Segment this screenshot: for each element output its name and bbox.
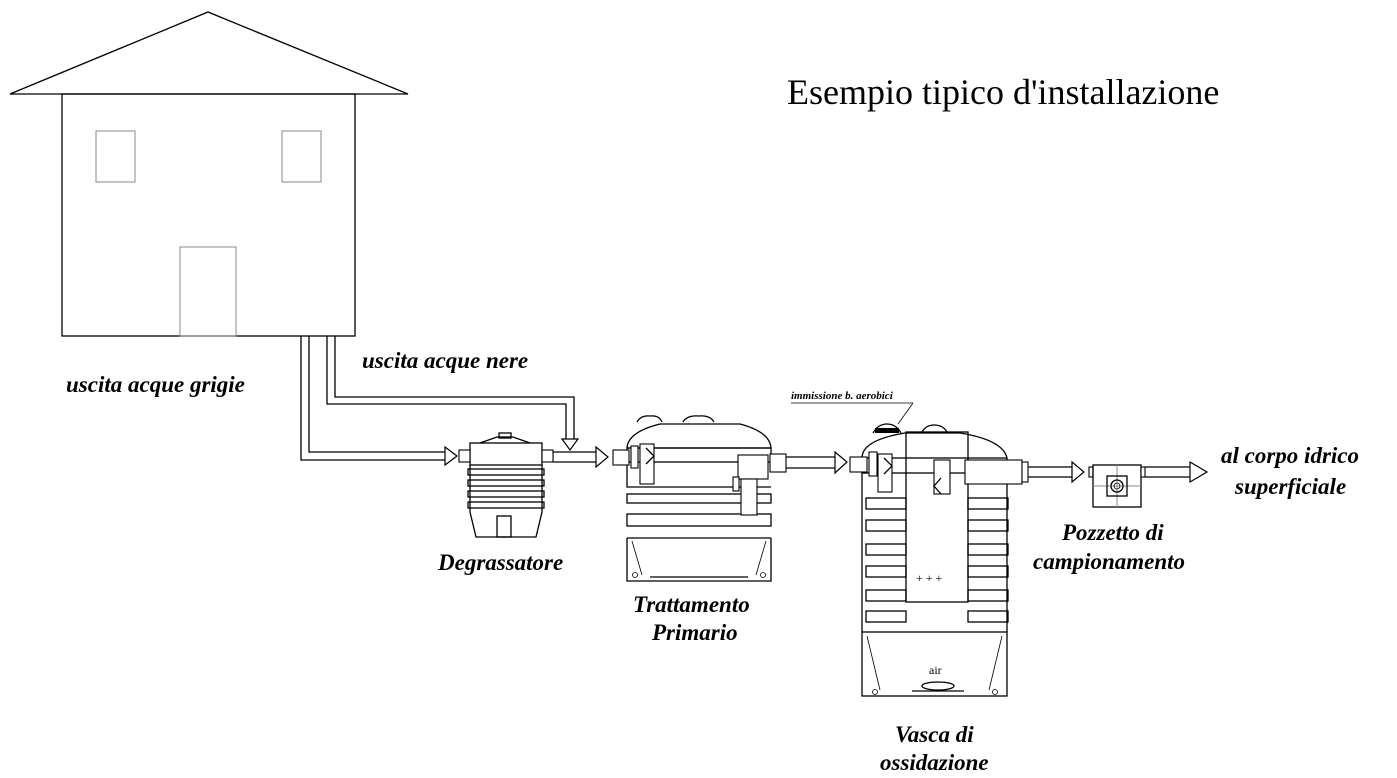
sampling-well <box>1088 464 1146 508</box>
house-door <box>179 246 237 337</box>
primary-label-line1: Trattamento <box>633 592 750 617</box>
pipe-grease-to-primary <box>553 445 609 469</box>
aerobic-inlet-label: immissione b. aerobici <box>791 390 894 402</box>
house-window-left <box>95 130 136 183</box>
black-water-pipe <box>326 336 580 452</box>
outlet-label-line2: superficiale <box>1234 474 1346 499</box>
outlet-label-line1: al corpo idrico <box>1221 443 1359 468</box>
diffuser-marks: + + + <box>916 571 943 585</box>
sampling-label-line1: Pozzetto di <box>1061 520 1164 545</box>
aerobic-inlet-cap <box>875 428 899 433</box>
black-water-label: uscita acque nere <box>362 348 528 373</box>
sampling-label-line2: campionamento <box>1033 549 1185 574</box>
oxidation-tank: + + + air <box>849 423 1029 697</box>
grey-water-label: uscita acque grigie <box>66 372 245 397</box>
oxidation-label-line1: Vasca di <box>895 722 974 747</box>
pipe-sampling-to-outlet <box>1145 460 1209 484</box>
grease-trap-tank <box>458 432 554 538</box>
air-label: air <box>929 663 942 677</box>
house-window-right <box>281 130 322 183</box>
pipe-primary-to-oxidation <box>786 450 848 475</box>
diagram-title: Esempio tipico d'installazione <box>787 72 1219 112</box>
primary-label-line2: Primario <box>651 620 738 645</box>
house <box>9 11 409 337</box>
pipe-oxidation-to-sampling <box>1028 460 1085 484</box>
primary-treatment-tank <box>612 415 787 582</box>
grease-trap-label: Degrassatore <box>437 550 563 575</box>
oxidation-label-line2: ossidazione <box>880 750 989 775</box>
grey-water-pipe <box>300 336 458 467</box>
